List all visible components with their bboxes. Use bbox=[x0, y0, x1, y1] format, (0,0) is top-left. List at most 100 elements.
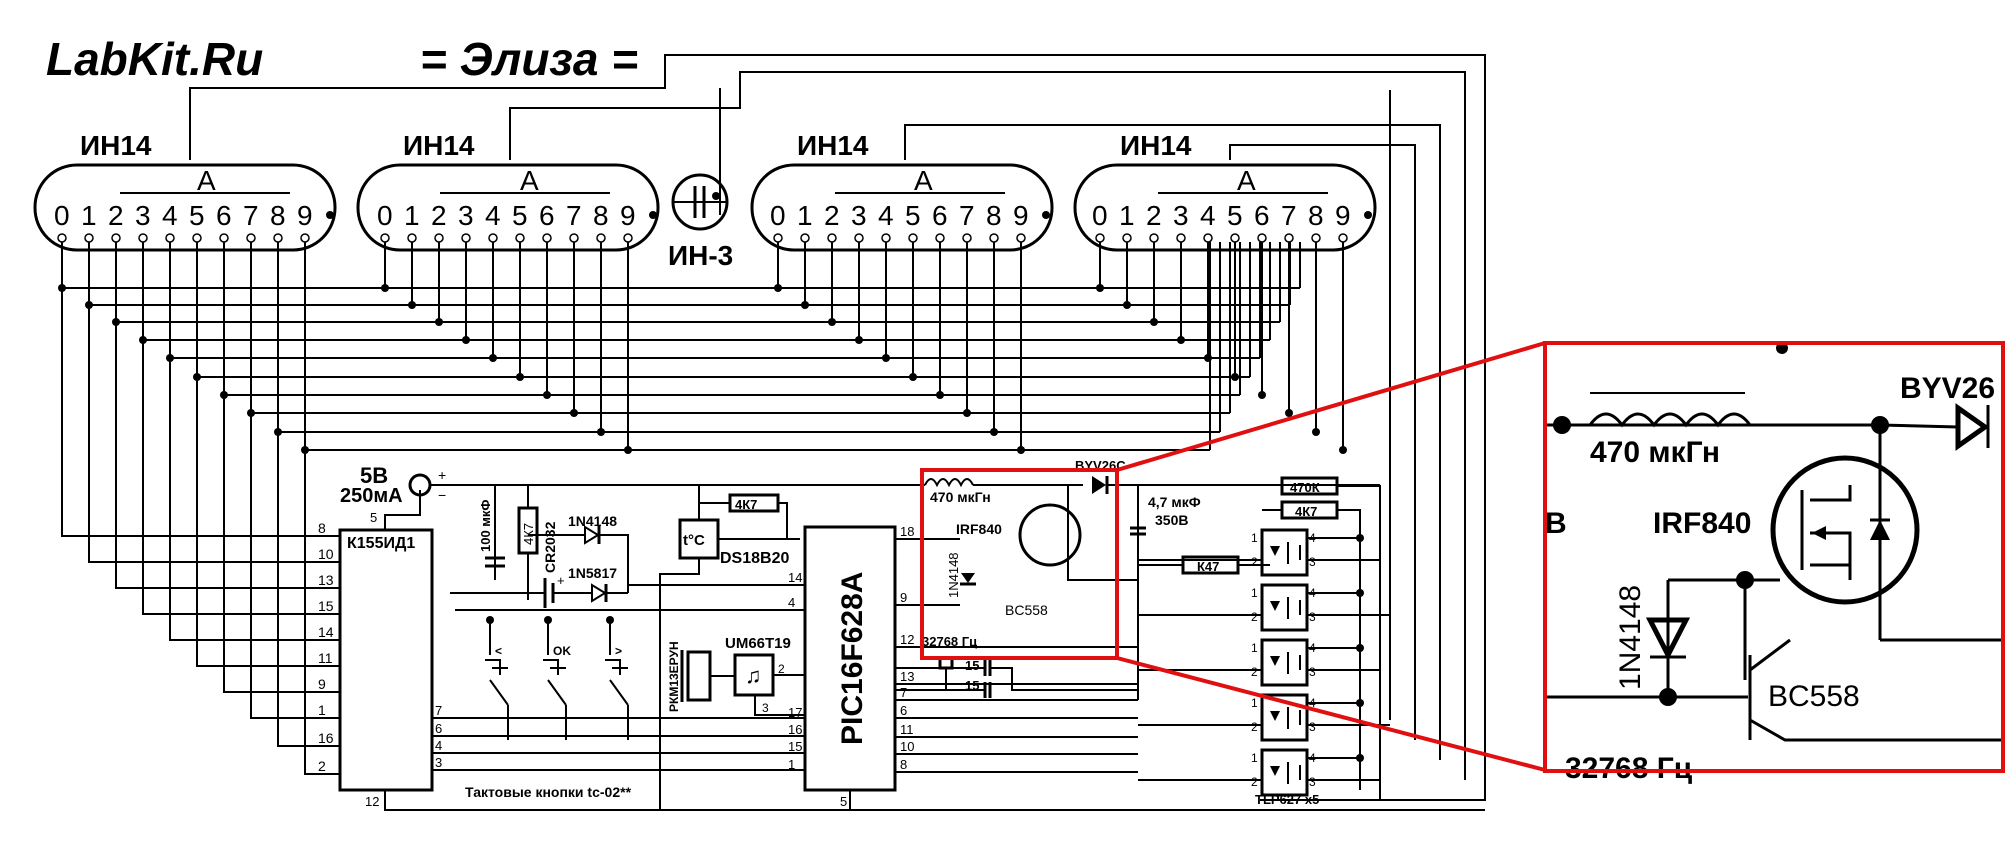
tube-digit: 9 bbox=[1013, 200, 1029, 231]
button-label[interactable]: OK bbox=[553, 644, 571, 658]
cathode-pin bbox=[138, 233, 148, 243]
inductor-label: 470 мкГн bbox=[930, 489, 991, 505]
tube-4: ИН14 А bbox=[1073, 130, 1377, 252]
tube-digit: 4 bbox=[485, 200, 501, 231]
button-label[interactable]: < bbox=[495, 644, 502, 658]
tube-digit: 0 bbox=[1092, 200, 1108, 231]
decoder-wire bbox=[88, 305, 340, 563]
opto-pin: 3 bbox=[1309, 555, 1316, 569]
cap-100uf-label: 100 мкФ bbox=[478, 499, 493, 552]
cathode-pin bbox=[596, 233, 606, 243]
zoom-frame bbox=[1543, 341, 2005, 773]
tube-digit: 8 bbox=[270, 200, 286, 231]
tube-digit: 0 bbox=[54, 200, 70, 231]
tube-anode-1: А bbox=[197, 165, 216, 196]
cathode-pin bbox=[1095, 233, 1105, 243]
melody-ic: ♫ UM66T19 2 3 bbox=[710, 635, 805, 716]
cathode-pin bbox=[165, 233, 175, 243]
tube-digit: 7 bbox=[566, 200, 582, 231]
cathode-pin bbox=[854, 233, 864, 243]
tube-2: ИН14 А bbox=[356, 130, 660, 252]
opto-pin: 2 bbox=[1251, 610, 1258, 624]
tube-digit: 6 bbox=[932, 200, 948, 231]
tube-digit: 1 bbox=[797, 200, 813, 231]
colon-tube-label: ИН-3 bbox=[668, 240, 733, 271]
resistor-4k7-label: 4К7 bbox=[521, 523, 536, 545]
buttons-caption: Тактовые кнопки tc-02** bbox=[465, 784, 632, 800]
tube-digit: 2 bbox=[108, 200, 124, 231]
cathode-pin bbox=[623, 233, 633, 243]
cathode-pin bbox=[1257, 233, 1267, 243]
optocoupler bbox=[1260, 528, 1309, 577]
opto-pin: 3 bbox=[1309, 720, 1316, 734]
zoom-inductor-label: 470 мкГн bbox=[1590, 436, 1720, 469]
diode-1n5817-label: 1N5817 bbox=[568, 565, 617, 581]
cathode-pin bbox=[300, 233, 310, 243]
opto-pin: 2 bbox=[1251, 720, 1258, 734]
cathode-pin bbox=[1311, 233, 1321, 243]
optocoupler bbox=[1260, 748, 1309, 797]
button-label[interactable]: > bbox=[615, 644, 622, 658]
tube-digit: 3 bbox=[851, 200, 867, 231]
tube-digit: 0 bbox=[377, 200, 393, 231]
tube-digit: 6 bbox=[1254, 200, 1270, 231]
decoder-pin-bottom: 12 bbox=[365, 794, 379, 809]
tube-digit: 2 bbox=[1146, 200, 1162, 231]
cathode-pin bbox=[935, 233, 945, 243]
colon-tube: ИН-3 bbox=[668, 173, 733, 271]
decoder-name: К155ИД1 bbox=[347, 535, 415, 552]
melody-pin-3: 3 bbox=[762, 701, 769, 715]
tube-anode-2: А bbox=[520, 165, 539, 196]
mcu-left-pin: 4 bbox=[788, 595, 795, 610]
tube-digit: 2 bbox=[824, 200, 840, 231]
tube-label-3: ИН14 bbox=[797, 130, 869, 161]
button-contact[interactable] bbox=[609, 679, 629, 706]
power-input: 5В 250мА + − bbox=[340, 463, 925, 507]
right-resistors: 470К 4К7 К47 bbox=[1138, 476, 1381, 800]
mcu-pin-bottom: 5 bbox=[840, 794, 847, 809]
hv-cap-voltage: 350В bbox=[1155, 512, 1188, 528]
decoder-pin-label: 8 bbox=[318, 520, 326, 536]
junction bbox=[1258, 391, 1266, 399]
tube-digit: 7 bbox=[1281, 200, 1297, 231]
tube-digit: 5 bbox=[189, 200, 205, 231]
rk47-label: К47 bbox=[1197, 559, 1219, 574]
tube-digit: 9 bbox=[1335, 200, 1351, 231]
mcu-right-pin: 7 bbox=[900, 685, 907, 700]
tube-digit: 8 bbox=[593, 200, 609, 231]
opto-pin: 3 bbox=[1309, 610, 1316, 624]
optocoupler bbox=[1260, 583, 1309, 632]
decoder-wire bbox=[115, 322, 340, 589]
music-note-icon: ♫ bbox=[745, 663, 762, 688]
power-plus: + bbox=[438, 467, 446, 483]
tube-digit: 8 bbox=[986, 200, 1002, 231]
tube-digit: 3 bbox=[458, 200, 474, 231]
cathode-pin bbox=[111, 233, 121, 243]
cathode-pin bbox=[800, 233, 810, 243]
cathode-pin bbox=[1338, 233, 1348, 243]
opto-pin: 1 bbox=[1251, 641, 1258, 655]
tube-digit: 6 bbox=[216, 200, 232, 231]
crystal-label: 32768 Гц bbox=[922, 634, 977, 649]
tube-digit: 7 bbox=[243, 200, 259, 231]
brand-title: LabKit.Ru bbox=[46, 33, 263, 85]
opto-pin: 1 bbox=[1251, 751, 1258, 765]
base-diode-label: 1N4148 bbox=[946, 552, 961, 598]
tube-digit: 4 bbox=[878, 200, 894, 231]
decoder-out-pin: 7 bbox=[435, 703, 442, 718]
mcu-right-pin: 8 bbox=[900, 757, 907, 772]
decoder-pin-label: 1 bbox=[318, 702, 326, 718]
mcu-left-pin: 14 bbox=[788, 570, 802, 585]
decoder-wire bbox=[304, 450, 340, 775]
tube-digit: 5 bbox=[512, 200, 528, 231]
button-contact[interactable] bbox=[547, 679, 567, 706]
mcu-right-pin: 12 bbox=[900, 632, 914, 647]
tube-digit: 9 bbox=[620, 200, 636, 231]
mcu-right-pin: 9 bbox=[900, 590, 907, 605]
cathode-pin bbox=[57, 233, 67, 243]
button-contact[interactable] bbox=[489, 679, 509, 706]
cathode-pin bbox=[569, 233, 579, 243]
zoom-crystal-label: 32768 Гц bbox=[1565, 752, 1693, 785]
